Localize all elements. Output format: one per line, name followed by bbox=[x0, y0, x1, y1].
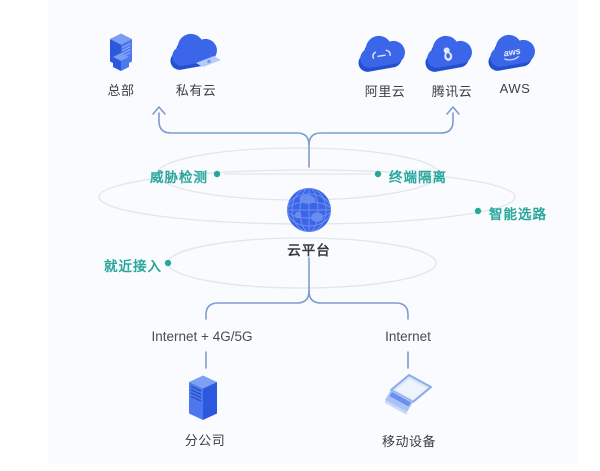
private-cloud-icon bbox=[170, 33, 221, 70]
laptop-icon bbox=[385, 374, 432, 415]
connection-label-internet: Internet bbox=[385, 329, 431, 344]
dot-endpoint-isolation bbox=[374, 170, 382, 178]
arrow-up-left-icon bbox=[152, 106, 166, 115]
globe-icon bbox=[287, 188, 331, 232]
node-label-tencent-cloud: 腾讯云 bbox=[431, 84, 473, 99]
dot-smart-routing bbox=[474, 207, 482, 215]
node-label-mobile-device: 移动设备 bbox=[381, 434, 436, 449]
node-label-private-cloud: 私有云 bbox=[175, 83, 217, 98]
arrow-up-right-icon bbox=[446, 106, 460, 115]
top-bracket bbox=[152, 106, 460, 168]
feature-smart-routing: 智能选路 bbox=[489, 207, 547, 222]
feature-nearby-access: 就近接入 bbox=[104, 259, 162, 274]
node-label-cloud-platform: 云平台 bbox=[287, 243, 331, 258]
node-label-branch-office: 分公司 bbox=[184, 433, 226, 448]
feature-endpoint-isolation: 终端隔离 bbox=[389, 170, 447, 185]
tencent-cloud-icon bbox=[425, 35, 472, 72]
server-icon bbox=[189, 375, 217, 420]
connection-label-internet-4g5g: Internet + 4G/5G bbox=[151, 329, 253, 344]
dot-threat-detection bbox=[213, 170, 221, 178]
node-label-aws: AWS bbox=[499, 81, 531, 96]
dot-nearby-access bbox=[164, 259, 172, 267]
aws-logo-text: aws bbox=[503, 46, 521, 59]
feature-dots bbox=[164, 170, 482, 267]
bottom-bracket bbox=[205, 257, 409, 369]
alibaba-cloud-icon bbox=[358, 35, 405, 72]
feature-threat-detection: 威胁检测 bbox=[150, 170, 208, 185]
diagram-background bbox=[48, 0, 577, 464]
building-icon bbox=[110, 33, 132, 71]
node-label-alibaba-cloud: 阿里云 bbox=[364, 84, 406, 99]
node-label-headquarters: 总部 bbox=[107, 83, 135, 98]
aws-cloud-icon: aws bbox=[488, 34, 535, 71]
